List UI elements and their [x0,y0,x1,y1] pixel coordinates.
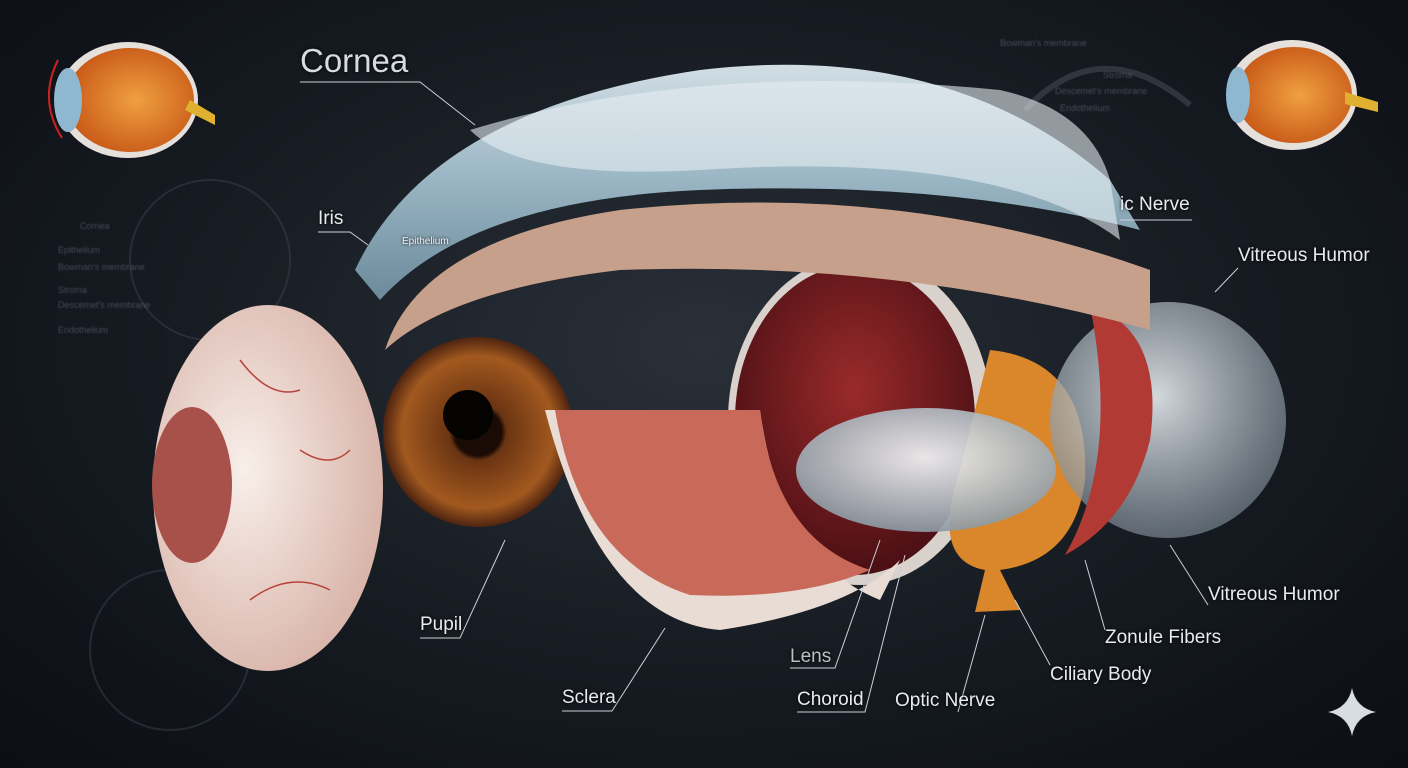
background-label: Descemet's membrane [58,300,151,310]
label-lens: Lens [790,646,832,667]
leader-lines [300,81,1239,713]
sparkle-icon [1328,688,1376,736]
cornea-layers [355,64,1150,350]
sclera-shell-inner [555,410,870,596]
background-label: Endothelium [58,325,109,335]
label-vitreous-humor-bottom: Vitreous Humor [1208,584,1340,605]
label-pupil: Pupil [420,614,463,635]
label-zonule-fibers: Zonule Fibers [1105,627,1222,648]
background-label: Bowman's membrane [1000,38,1087,48]
label-optic-nerve-partial: ic Nerve [1120,194,1190,215]
label-iris: Iris [318,208,344,229]
background-label: Descemet's membrane [1055,86,1148,96]
background-label: Endothelium [1060,103,1111,113]
label-epithelium: Epithelium [402,236,449,247]
lens [796,408,1056,532]
background-label: Bowman's membrane [58,262,145,272]
label-ciliary-body: Ciliary Body [1050,664,1152,685]
label-choroid: Choroid [797,689,864,710]
background-label: Epithelium [58,245,101,255]
label-optic-nerve: Optic Nerve [895,690,996,711]
zonule-ring [1065,305,1153,555]
label-vitreous-humor-top: Vitreous Humor [1238,245,1370,266]
background-label: Stroma [58,285,88,295]
label-cornea: Cornea [300,42,409,79]
background-label: Stroma [1103,70,1133,80]
label-sclera: Sclera [562,687,616,708]
vitreous-humor-sphere [1050,302,1286,538]
iris-disc [383,337,573,527]
background-cornea-diagram [1022,65,1192,113]
background-label: Cornea [80,221,110,231]
sclera-eyeball [152,305,383,671]
eye-cross-section-icon [48,42,215,158]
eye-cross-section-icon [1226,40,1378,150]
